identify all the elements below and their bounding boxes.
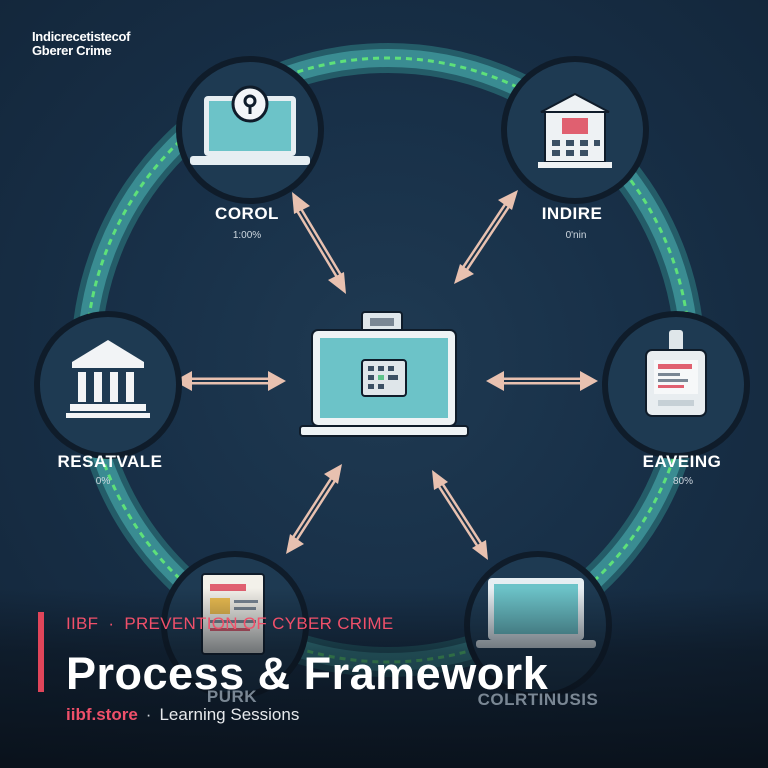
arrow-bottom-left bbox=[286, 464, 342, 554]
footer-separator: · bbox=[145, 705, 152, 724]
node-label-bottom-left: PURK bbox=[206, 687, 258, 706]
node-label-left: RESATVALE bbox=[57, 452, 163, 471]
arrow-left bbox=[174, 371, 286, 391]
arrow-right bbox=[486, 371, 598, 391]
connector-arrows bbox=[174, 190, 598, 560]
document-device-icon bbox=[645, 330, 707, 417]
node-sub-top-left: 1:00% bbox=[232, 230, 262, 241]
node-sub-top-right: 0'nin bbox=[565, 230, 587, 241]
node-sub-left: 0% bbox=[95, 476, 111, 487]
corner-title: Indicrecetistecof Gberer Crime bbox=[32, 29, 131, 58]
node-label-top-left: COROL bbox=[215, 204, 279, 223]
building-icon bbox=[538, 92, 612, 168]
node-label-right: EAVEING bbox=[642, 452, 722, 471]
node-label-top-right: INDIRE bbox=[541, 204, 603, 223]
kicker-separator: · bbox=[108, 614, 115, 633]
node-right bbox=[602, 311, 750, 459]
corner-title-line-2: Gberer Crime bbox=[32, 43, 112, 58]
title-banner bbox=[0, 588, 768, 768]
bank-icon bbox=[66, 340, 150, 418]
arrow-top-left bbox=[292, 192, 346, 294]
footer-line: iibf.store · Learning Sessions bbox=[66, 705, 299, 725]
category-kicker: IIBF · PREVENTION OF CYBER CRIME bbox=[66, 614, 393, 634]
center-device bbox=[299, 311, 469, 437]
node-left bbox=[34, 311, 182, 459]
corner-title-line-1: Indicrecetistecof bbox=[32, 29, 131, 44]
arrow-bottom-right bbox=[432, 470, 488, 560]
node-top-right bbox=[501, 56, 649, 204]
brand-label: IIBF bbox=[66, 614, 99, 633]
laptop-chip-icon bbox=[299, 311, 469, 437]
node-sub-right: 80% bbox=[672, 476, 694, 487]
node-label-bottom-right: COLRTINUSIS bbox=[477, 690, 599, 709]
node-top-left bbox=[176, 56, 324, 204]
sessions-label: Learning Sessions bbox=[159, 705, 300, 724]
page-title: Process & Framework bbox=[66, 648, 549, 699]
arrow-top-right bbox=[454, 190, 518, 284]
accent-bar bbox=[38, 612, 44, 692]
laptop-lock-icon bbox=[190, 85, 310, 165]
site-link[interactable]: iibf.store bbox=[66, 705, 138, 724]
category-label: PREVENTION OF CYBER CRIME bbox=[124, 614, 394, 633]
